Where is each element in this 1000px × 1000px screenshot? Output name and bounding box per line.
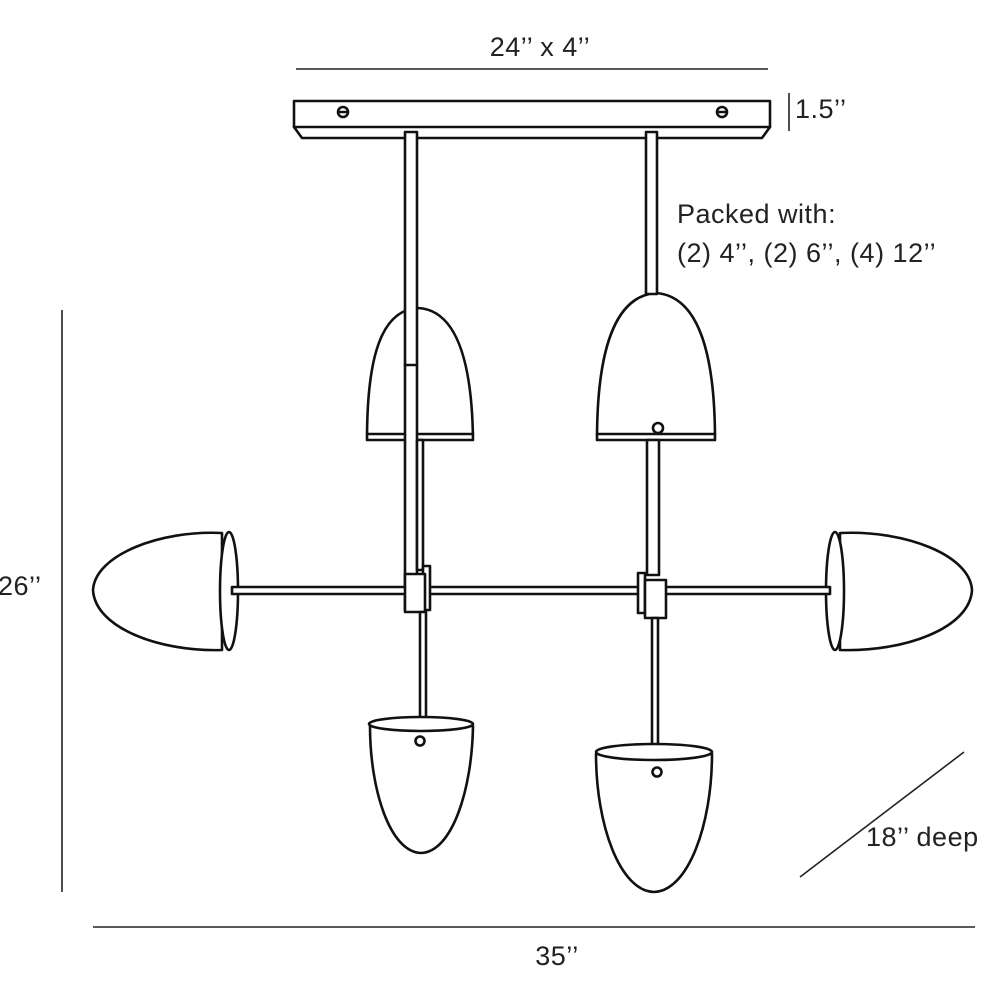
left-collar: [403, 572, 427, 614]
upper-right-shade: [595, 291, 717, 442]
right-side-shade: [838, 531, 974, 652]
screw-icon: [336, 105, 350, 119]
lower-left-shade: [368, 724, 475, 855]
canopy: [292, 99, 772, 140]
left-side-shade: [91, 531, 224, 652]
height-label: 26’’: [0, 571, 42, 601]
left-stem-inner: [415, 438, 425, 572]
lower-right-shade: [594, 752, 714, 894]
lower-left-stem: [418, 610, 428, 721]
upper-right-shade-hole: [651, 421, 665, 435]
depth-label: 18’’ deep: [866, 822, 979, 852]
lower-right-shade-hole: [651, 766, 663, 778]
lower-right-stem: [650, 616, 660, 750]
horizontal-arm: [230, 585, 832, 596]
width-label: 35’’: [535, 941, 579, 971]
depth-line: [799, 751, 965, 878]
canopy-height-label: 1.5’’: [795, 94, 847, 124]
right-stem-middle: [645, 438, 661, 577]
right-collar: [643, 578, 668, 620]
lower-left-shade-top: [367, 715, 475, 733]
right-stem-upper: [644, 130, 659, 296]
packed-note-line1: Packed with:: [677, 199, 836, 229]
lower-right-shade-top: [594, 742, 714, 762]
left-stem: [403, 130, 419, 612]
packed-note-line2: (2) 4’’, (2) 6’’, (4) 12’’: [677, 238, 936, 268]
upper-left-shade: [365, 306, 475, 442]
canopy-dimension-label: 24’’ x 4’’: [490, 32, 591, 62]
screw-icon: [715, 105, 729, 119]
lower-left-shade-hole: [414, 735, 426, 747]
